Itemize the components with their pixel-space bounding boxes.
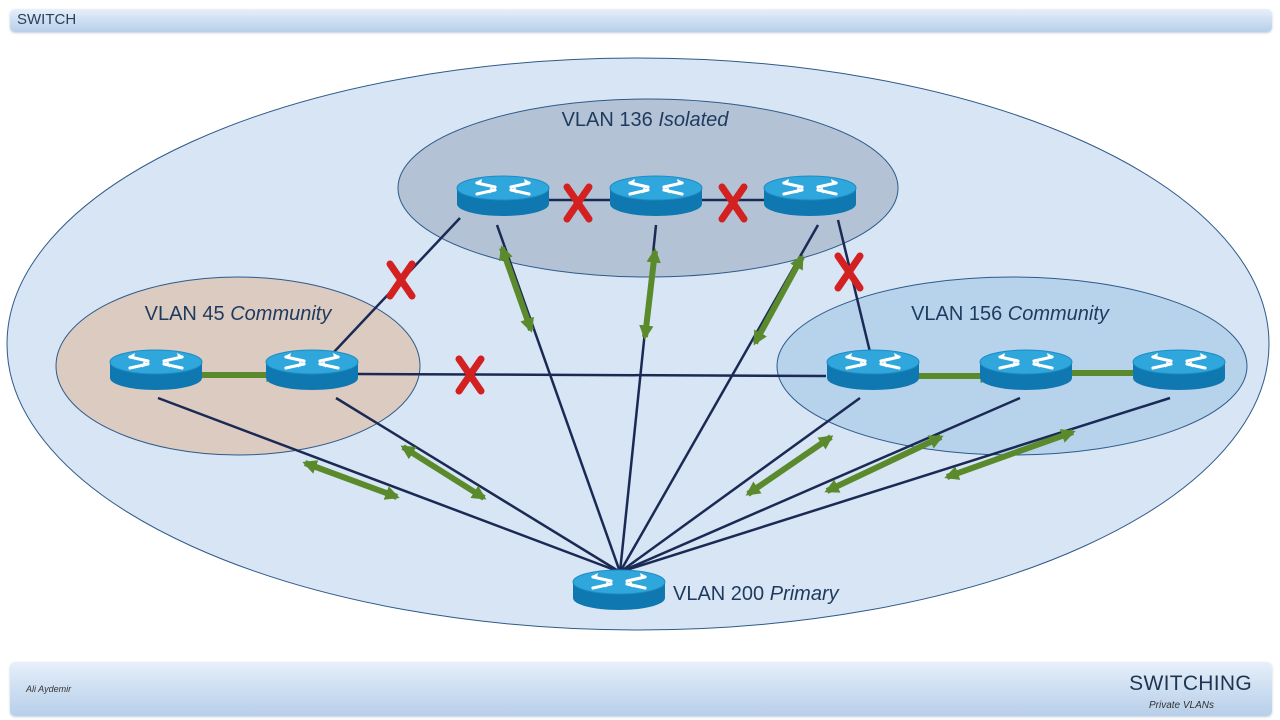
isolated-vlan-label: VLAN 136 Isolated <box>562 109 730 131</box>
author-label: Ali Aydemir <box>26 684 72 694</box>
footer-bar: Ali Aydemir SWITCHING Private VLANs <box>10 662 1272 716</box>
primary-vlan-type: Primary <box>770 583 840 605</box>
blocked-x-mark <box>718 183 748 223</box>
router-icon <box>455 174 551 218</box>
allowed-arrow <box>499 245 534 333</box>
community-vlan-45-region <box>55 276 421 456</box>
allowed-arrow <box>639 248 661 340</box>
community-vlan-156-name: VLAN 156 <box>911 303 1002 325</box>
router-icon <box>608 174 704 218</box>
router-icon <box>978 348 1074 392</box>
link <box>836 219 872 353</box>
allowed-arrow <box>400 444 487 501</box>
blocked-x-mark <box>455 355 485 395</box>
community-vlan-156-label: VLAN 156 Community <box>911 303 1110 325</box>
blocked-x-mark <box>563 183 593 223</box>
isolated-vlan-type: Isolated <box>658 109 729 131</box>
header-title: SWITCH <box>17 11 77 28</box>
blocked-x-mark <box>834 252 864 292</box>
blocked-x-mark <box>386 260 416 300</box>
allowed-arrow <box>745 434 834 497</box>
router-icon <box>264 348 360 392</box>
router-icon <box>108 348 204 392</box>
blocked-marks <box>386 183 864 395</box>
header-bar: SWITCH <box>10 9 1272 32</box>
allowed-arrow <box>824 434 944 494</box>
community-vlan-45-name: VLAN 45 <box>145 303 225 325</box>
primary-vlan-name: VLAN 200 <box>673 583 764 605</box>
footer-title: SWITCHING <box>1129 672 1252 695</box>
link <box>357 372 827 378</box>
community-vlan-45-label: VLAN 45 Community <box>145 303 333 325</box>
router-icon <box>571 568 667 612</box>
community-vlan-156-type: Community <box>1008 303 1110 325</box>
router-icon <box>1131 348 1227 392</box>
isolated-vlan-name: VLAN 136 <box>562 109 653 131</box>
allowed-arrow <box>944 429 1076 480</box>
allowed-arrow <box>302 460 400 500</box>
router-icon <box>825 348 921 392</box>
link <box>619 396 861 574</box>
router-icon <box>762 174 858 218</box>
allowed-arrows <box>184 245 1152 501</box>
allowed-arrow <box>752 254 805 346</box>
primary-vlan-label: VLAN 200 Primary <box>673 583 840 605</box>
footer-subtitle: Private VLANs <box>1148 700 1214 711</box>
community-vlan-45-type: Community <box>230 303 332 325</box>
